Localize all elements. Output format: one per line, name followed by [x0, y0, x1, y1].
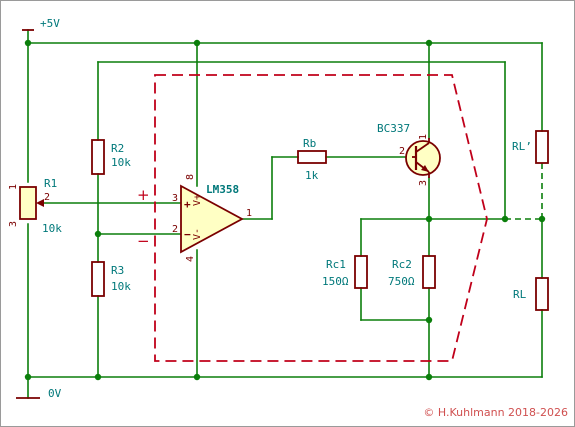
rc1-body: [354, 255, 368, 289]
wires: [27, 29, 543, 399]
opamp-pin8: 8: [185, 174, 196, 180]
opamp-lm358: + − V+ V- 8 4 3 2 1 LM358 + −: [137, 174, 252, 262]
opamp-pin2: 2: [172, 224, 178, 235]
resistor-rc1: Rc1 150Ω: [322, 255, 368, 289]
r3-name: R3: [111, 264, 124, 277]
junction-dot: [425, 215, 433, 223]
junction-dot: [501, 215, 509, 223]
transistor-body: [405, 140, 441, 176]
opamp-vminus-label: V-: [192, 228, 203, 240]
r3-value: 10k: [111, 280, 131, 293]
transistor-bc337: BC337 1 2 3: [377, 122, 441, 186]
resistor-r2: R2 10k: [91, 139, 131, 175]
junction-dot: [538, 215, 546, 223]
junction-dot: [24, 39, 32, 47]
opamp-pin3: 3: [172, 193, 178, 204]
r3-body: [91, 261, 105, 297]
r1-name: R1: [44, 177, 57, 190]
transistor-collector-lead: [415, 142, 430, 153]
copyright-text: © H.Kuhlmann 2018-2026: [423, 406, 568, 419]
opamp-plus-mark: +: [184, 198, 191, 211]
vcc-symbol: +5V: [22, 17, 60, 31]
r1-pin2: 2: [44, 192, 50, 203]
r1-pin3: 3: [8, 221, 19, 227]
resistor-r3: R3 10k: [91, 261, 131, 297]
junction-dot: [425, 316, 433, 324]
resistor-rl: RL: [513, 277, 549, 311]
rb-value: 1k: [305, 169, 319, 182]
rb-name: Rb: [303, 137, 316, 150]
rc1-value: 150Ω: [322, 275, 349, 288]
r2-value: 10k: [111, 156, 131, 169]
rl-body: [535, 277, 549, 311]
r1-pin1: 1: [8, 184, 19, 190]
rl-name: RL: [513, 288, 527, 301]
opamp-triangle: [180, 184, 244, 254]
rl-alt-name: RL’: [512, 140, 532, 153]
resistor-rc2: Rc2 750Ω: [388, 255, 436, 289]
junction-dot: [94, 373, 102, 381]
r1-value: 10k: [42, 222, 62, 235]
rl-alt-body: [535, 130, 549, 164]
r1-body: [19, 186, 37, 220]
rc2-body: [422, 255, 436, 289]
junction-dot: [425, 39, 433, 47]
input-minus-sign: −: [137, 232, 150, 250]
potentiometer-r1: 1 3 2 R1 10k: [8, 177, 62, 235]
transistor-pin2: 2: [399, 146, 405, 157]
r2-body: [91, 139, 105, 175]
junction-dot: [193, 39, 201, 47]
vcc-label: +5V: [40, 17, 60, 30]
opamp-vplus-label: V+: [192, 194, 203, 206]
junction-dot: [425, 373, 433, 381]
current-source-boundary: [154, 74, 488, 362]
resistor-rb: Rb 1k: [297, 137, 327, 182]
gnd-label: 0V: [48, 387, 62, 400]
junctions: [24, 39, 546, 381]
ground-symbol: 0V: [16, 387, 62, 400]
transistor-emitter-arrow: [421, 165, 429, 172]
transistor-pin3: 3: [418, 180, 429, 186]
opamp-minus-mark: −: [184, 228, 191, 241]
input-plus-sign: +: [137, 186, 150, 204]
resistor-rl-alt: RL’: [512, 130, 549, 164]
r2-name: R2: [111, 142, 124, 155]
rb-body: [297, 150, 327, 164]
transistor-pin1: 1: [418, 134, 429, 140]
junction-dot: [24, 373, 32, 381]
junction-dot: [94, 230, 102, 238]
rc2-name: Rc2: [392, 258, 412, 271]
opamp-name: LM358: [206, 183, 239, 196]
opamp-pin4: 4: [185, 256, 196, 262]
transistor-name: BC337: [377, 122, 410, 135]
opamp-pin1: 1: [246, 208, 252, 219]
junction-dot: [193, 373, 201, 381]
rc1-name: Rc1: [326, 258, 346, 271]
r1-wiper-arrow: [36, 199, 44, 207]
rc2-value: 750Ω: [388, 275, 415, 288]
